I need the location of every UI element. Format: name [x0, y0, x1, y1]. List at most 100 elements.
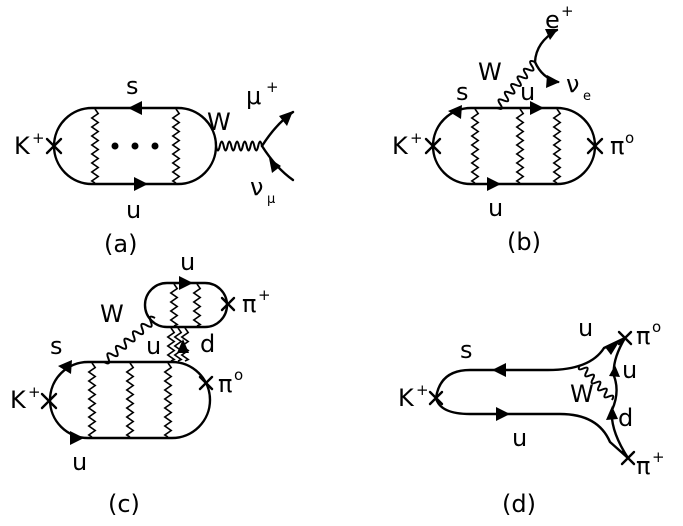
- arrow-u-right: [134, 177, 148, 191]
- arrow-s-left: [128, 101, 142, 115]
- label-quark-u: u: [520, 78, 535, 106]
- label-pion-plus-charge: +: [258, 286, 271, 304]
- arrow-e: [545, 29, 558, 40]
- caption-b: (b): [507, 228, 541, 256]
- label-quark-u: u: [622, 356, 637, 384]
- arrow-d: [606, 406, 618, 420]
- vertex-cross: [198, 375, 214, 391]
- dot: [131, 142, 139, 150]
- arrow-mu: [279, 111, 293, 126]
- vertex-cross: [620, 450, 636, 466]
- label-quark-u: u: [180, 248, 195, 276]
- vertex-cross: [220, 296, 236, 312]
- quark-line-u-right: [610, 336, 630, 460]
- w-boson-line: [103, 315, 156, 365]
- label-quark-s: s: [126, 72, 139, 100]
- label-quark-u: u: [72, 448, 87, 476]
- arrow-d: [177, 339, 189, 353]
- vertex-cross: [45, 137, 63, 155]
- label-kaon-charge: +: [32, 129, 45, 147]
- gluon-line: [552, 108, 562, 184]
- gluon-line: [171, 108, 181, 184]
- vertex-cross: [424, 137, 442, 155]
- arrow-u-top: [530, 101, 544, 115]
- gluon-line: [90, 108, 100, 184]
- label-pion-plus: π: [242, 290, 256, 318]
- label-pion-zero: π: [636, 322, 650, 350]
- label-kaon: K: [392, 132, 409, 160]
- label-quark-u: u: [512, 424, 527, 452]
- label-quark-u: u: [146, 332, 161, 360]
- arrow-u-right: [70, 431, 84, 445]
- label-neutrino-sub: e: [583, 89, 591, 104]
- label-kaon-charge: +: [410, 129, 423, 147]
- gluon-line: [515, 108, 525, 184]
- arrow-u-top: [179, 276, 193, 290]
- arrow-s-left: [448, 105, 462, 119]
- arrow-nu: [546, 75, 560, 88]
- panel-c: K + π + π o u W s u d u (c): [10, 248, 271, 518]
- label-kaon: K: [398, 384, 415, 412]
- label-neutrino-sub: μ: [267, 192, 275, 207]
- label-kaon-charge: +: [28, 383, 41, 401]
- w-boson-line: [577, 364, 615, 401]
- panel-d: K + π o π + s u u W d u (d): [398, 314, 665, 518]
- label-pion-charge: o: [625, 129, 634, 147]
- quark-line-s: [434, 336, 627, 400]
- vertex-cross: [586, 137, 604, 155]
- label-quark-u: u: [126, 196, 141, 224]
- arrow-u-upper: [605, 342, 619, 355]
- gluon-line: [470, 108, 480, 184]
- gluon-line: [169, 283, 179, 327]
- label-neutrino: ν: [250, 173, 263, 201]
- arrow-u-right: [487, 177, 501, 191]
- quark-loop-outline: [52, 106, 218, 186]
- label-pion-plus: π: [636, 452, 650, 480]
- arrow-u-right-line: [609, 365, 620, 377]
- dot: [151, 142, 159, 150]
- label-pion-plus-charge: +: [652, 448, 665, 466]
- panel-b: K + π o s W u u e + ν e (b): [392, 2, 634, 256]
- label-pion-zero-charge: o: [234, 366, 243, 384]
- label-quark-s: s: [460, 336, 473, 364]
- caption-a: (a): [104, 230, 137, 258]
- label-positron: e: [545, 6, 560, 34]
- w-boson-line: [496, 60, 536, 110]
- quark-loop-outline: [431, 106, 597, 186]
- quark-line-u: [434, 396, 630, 460]
- lepton-line-nu: [533, 60, 560, 84]
- label-quark-d: d: [618, 404, 633, 432]
- quark-loop-outline: [48, 360, 212, 440]
- gluon-line: [192, 283, 202, 327]
- label-w-boson: W: [100, 300, 124, 328]
- vertex-cross: [40, 392, 58, 410]
- label-quark-s: s: [50, 332, 63, 360]
- arrow-s-left: [58, 360, 72, 374]
- label-w-boson: W: [478, 58, 502, 86]
- arrow-s-left: [492, 363, 506, 377]
- label-quark-d: d: [200, 330, 215, 358]
- label-kaon: K: [14, 132, 31, 160]
- vertex-cross: [617, 330, 633, 346]
- dot: [111, 142, 119, 150]
- label-w-boson: W: [570, 380, 594, 408]
- label-pion-zero-charge: o: [652, 318, 661, 336]
- label-quark-u: u: [488, 194, 503, 222]
- label-kaon-charge: +: [416, 381, 429, 399]
- label-muon: μ: [246, 82, 261, 110]
- caption-c: (c): [108, 490, 140, 518]
- label-pion-zero: π: [218, 370, 232, 398]
- arrow-nu: [269, 158, 281, 173]
- vertex-cross: [428, 390, 444, 406]
- label-neutrino: ν: [566, 70, 579, 98]
- caption-d: (d): [502, 490, 536, 518]
- gluon-line: [125, 362, 135, 438]
- label-pion: π: [610, 132, 624, 160]
- panel-a: K + s u W μ + ν μ (a): [14, 72, 295, 258]
- arrow-u-right: [496, 407, 510, 421]
- label-quark-s: s: [456, 78, 469, 106]
- label-positron-charge: +: [561, 2, 574, 20]
- label-muon-charge: +: [266, 78, 279, 96]
- w-boson-line: [215, 140, 263, 152]
